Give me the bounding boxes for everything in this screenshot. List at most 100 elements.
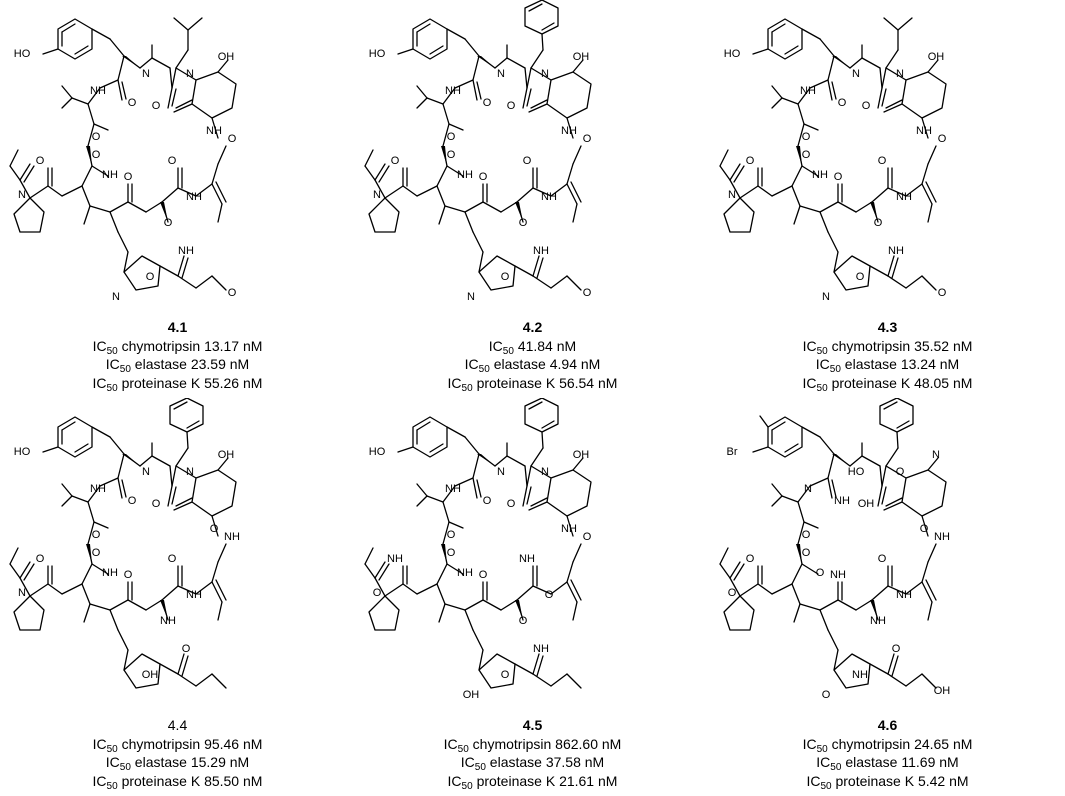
enzyme-name: proteinase K [121,374,201,391]
bond [378,165,390,183]
bond [801,28,821,40]
bond [885,99,903,109]
bond [905,275,923,289]
atom-label: O [479,171,488,183]
bond [436,165,448,187]
ic50-value: 862.60 nM [555,735,622,752]
bond [797,501,805,523]
stereo-wedge [832,454,850,466]
atom-label: O [802,547,811,559]
ic50-line: IC50 elastase 4.94 nM [355,355,710,375]
atom-label: O [92,547,101,559]
bond [729,577,741,597]
compound-id: 4.5 [522,717,543,733]
pyrrolidine-ring [368,197,400,233]
bond [881,465,887,487]
bond [19,179,31,199]
bond [217,59,229,73]
atom-label: NH [102,567,118,579]
stereo-wedge [160,600,168,620]
bond [61,23,76,33]
ic50-line: IC50 elastase 15.29 nM [0,753,355,773]
bond [771,421,786,431]
atom-label: O [168,553,177,565]
atom-label: O [124,171,133,183]
bond [109,201,129,213]
bond [71,495,89,503]
bond [364,149,374,167]
isobutyl-side-chain [883,17,913,51]
bond [448,123,464,131]
bond [416,85,428,99]
bond [887,255,895,277]
bond [771,495,783,507]
atom-label: N [541,466,549,478]
bond [550,673,568,687]
atom-label: O [92,529,101,541]
atom-label: O [92,131,101,143]
atom-label: O [802,529,811,541]
ic50-value: 21.61 nM [559,772,618,789]
bond [127,599,147,611]
bond [211,673,227,689]
bond [464,599,484,611]
bond [797,485,811,503]
bond [61,495,73,507]
bond [19,561,31,579]
bond [175,465,197,479]
bond [526,88,532,107]
stereo-wedge [160,202,168,222]
bond [211,581,223,603]
bond [187,17,203,31]
enzyme-name: elastase [493,356,546,372]
bond [506,455,526,467]
bond [905,183,923,197]
atom-label: NH [561,523,577,535]
atom-label: O [501,669,510,681]
bond [532,255,540,277]
bond [524,67,528,89]
ic-label: IC [92,772,107,789]
atom-label: O [728,587,737,599]
bond [47,185,63,197]
atom-label: OH [928,51,945,63]
enzyme-name: proteinase K [121,772,201,789]
bond [819,609,829,631]
bond [883,103,903,113]
atom-label: O [802,131,811,143]
stereo-wedge [870,600,878,620]
enzyme-name: chymotripsin [831,735,911,752]
bond [87,87,101,105]
compound-id: 4.3 [877,319,898,335]
stereo-wedge [86,146,92,166]
atom-label: HO [724,48,741,60]
atom-label: N [373,189,381,201]
bond [927,543,937,563]
benzyl-side-chain [524,398,559,449]
atom-label: O [124,569,133,581]
atom-label: O [228,133,237,145]
bond [476,81,482,100]
pyrrolidine-ring [13,595,45,631]
bond [827,629,839,651]
ic-subscript: 50 [106,743,118,755]
bond [885,465,907,479]
bond [739,583,759,597]
bond [528,401,543,410]
compound-id: 4.6 [877,717,898,733]
stereo-wedge [441,146,447,166]
bond [438,603,446,623]
atom-label: O [874,217,883,229]
bond [436,583,446,605]
bond [803,521,819,529]
bond [885,447,899,467]
bond [211,515,219,537]
ic-subscript: 50 [474,762,486,773]
phenol-ring [57,18,93,60]
atom-label: N [18,587,26,599]
bond [87,103,95,125]
bond [572,203,578,223]
